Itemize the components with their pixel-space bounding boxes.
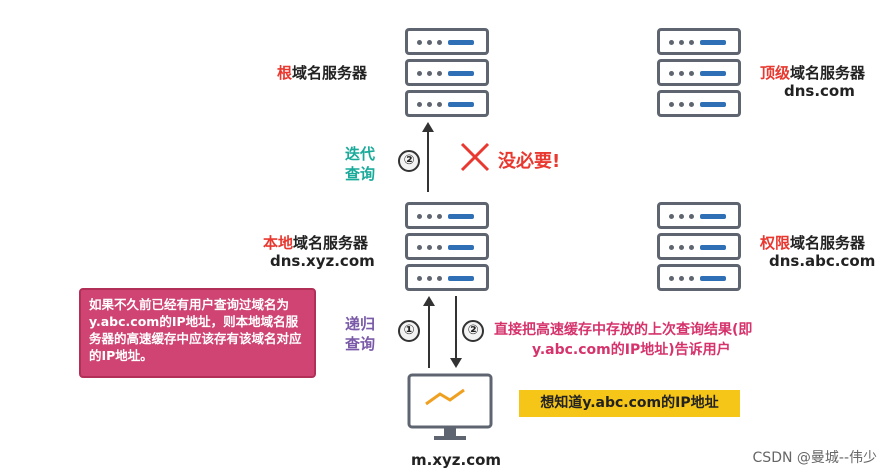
not-needed-text: 没必要! bbox=[498, 151, 561, 172]
tld-server-icon bbox=[657, 28, 741, 121]
iterative-query-label: 迭代查询 bbox=[345, 145, 376, 183]
host-name: m.xyz.com bbox=[411, 451, 502, 469]
tld-server-label: 顶级域名服务器 bbox=[760, 64, 866, 82]
root-server-icon bbox=[405, 28, 489, 121]
watermark: CSDN @曼城--伟少 bbox=[752, 450, 877, 466]
host-question: 想知道y.abc.com的IP地址 bbox=[519, 390, 740, 417]
response-arrow-down bbox=[450, 296, 462, 368]
cache-callout: 如果不久前已经有用户查询过域名为y.abc.com的IP地址，则本地域名服务器的… bbox=[79, 288, 316, 378]
monitor-icon bbox=[407, 373, 493, 440]
cross-icon bbox=[460, 142, 490, 172]
auth-server-domain: dns.abc.com bbox=[769, 252, 876, 270]
recursive-query-label: 递归查询 bbox=[345, 315, 376, 353]
auth-server-icon bbox=[657, 202, 741, 295]
local-server-label: 本地域名服务器 bbox=[263, 234, 369, 252]
iterative-arrow bbox=[422, 122, 434, 192]
root-server-label: 根域名服务器 bbox=[277, 64, 368, 82]
auth-server-label: 权限域名服务器 bbox=[760, 234, 866, 252]
tld-server-domain: dns.com bbox=[784, 82, 855, 100]
recursive-arrow-up bbox=[423, 296, 435, 368]
local-server-domain: dns.xyz.com bbox=[270, 252, 375, 270]
step-1-recursive: ① bbox=[398, 320, 420, 342]
local-server-icon bbox=[405, 202, 489, 295]
step-2-iterative: ② bbox=[398, 150, 420, 172]
step-2-response: ② bbox=[462, 320, 484, 342]
response-note: 直接把高速缓存中存放的上次查询结果(即 y.abc.com的IP地址)告诉用户 bbox=[494, 322, 753, 358]
